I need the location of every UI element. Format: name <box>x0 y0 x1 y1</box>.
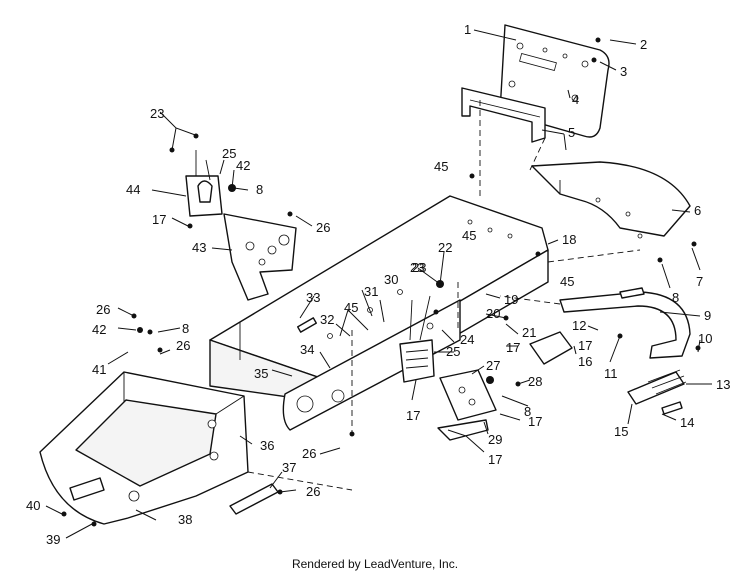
callout-36: 36 <box>260 438 274 453</box>
strip-14 <box>661 401 683 415</box>
callout-26-top: 26 <box>316 220 330 235</box>
rear-fender <box>531 161 691 239</box>
callout-12: 12 <box>572 318 586 333</box>
callout-8-mid: 8 <box>524 404 531 419</box>
callout-18: 18 <box>562 232 576 247</box>
callout-17-center: 17 <box>406 408 420 423</box>
callout-42-top: 42 <box>236 158 250 173</box>
callout-17-left: 17 <box>152 212 166 227</box>
footer-credit: Rendered by LeadVenture, Inc. <box>291 557 459 571</box>
callout-labels: 1 2 3 4 5 45 6 7 8 9 10 11 12 13 14 15 1… <box>26 22 730 547</box>
callout-41: 41 <box>92 362 106 377</box>
callout-26-left: 26 <box>96 302 110 317</box>
bracket-15 <box>627 369 687 405</box>
callout-45-top: 45 <box>434 159 448 174</box>
callout-2: 2 <box>640 37 647 52</box>
callout-3: 3 <box>620 64 627 79</box>
callout-6: 6 <box>694 203 701 218</box>
callout-26-lower: 26 <box>306 484 320 499</box>
callout-34: 34 <box>300 342 314 357</box>
callout-38: 38 <box>178 512 192 527</box>
callout-25-mid: 25 <box>446 344 460 359</box>
callout-28: 28 <box>528 374 542 389</box>
callout-8-left: 8 <box>182 321 189 336</box>
callout-33: 33 <box>306 290 320 305</box>
callout-11: 11 <box>604 366 618 381</box>
pedal-bracket <box>185 150 297 301</box>
callout-23-top: 23 <box>150 106 164 121</box>
footrest-deck <box>39 371 249 525</box>
callout-32: 32 <box>320 312 334 327</box>
control-lever <box>399 295 435 383</box>
alignment-lines <box>247 100 641 491</box>
step-bar <box>229 483 279 515</box>
callout-17-lower: 17 <box>528 414 542 429</box>
callout-26-bottom: 26 <box>302 446 316 461</box>
callout-40: 40 <box>26 498 40 513</box>
callout-44: 44 <box>126 182 140 197</box>
callout-8-top: 8 <box>256 182 263 197</box>
callout-22: 22 <box>438 240 452 255</box>
callout-37: 37 <box>282 460 296 475</box>
callout-19: 19 <box>504 292 518 307</box>
rear-bracket <box>461 87 546 143</box>
callout-39: 39 <box>46 532 60 547</box>
callout-24: 24 <box>460 332 474 347</box>
callout-9: 9 <box>704 308 711 323</box>
callout-1: 1 <box>464 22 471 37</box>
handle-bar <box>559 287 691 359</box>
callout-45-right: 45 <box>560 274 574 289</box>
callout-23-mid: 23 <box>410 260 424 275</box>
callout-4: 4 <box>572 92 579 107</box>
leader-lines <box>45 29 712 539</box>
callout-25-top: 25 <box>222 146 236 161</box>
callout-31: 31 <box>364 284 378 299</box>
callout-7: 7 <box>696 274 703 289</box>
callout-17-mid: 17 <box>506 340 520 355</box>
callout-23-lower: 23 <box>412 260 426 275</box>
callout-13: 13 <box>716 377 730 392</box>
callout-45-mid: 45 <box>462 228 476 243</box>
callout-17-bottom: 17 <box>488 452 502 467</box>
callout-16: 16 <box>578 354 592 369</box>
switch-housing <box>529 331 573 365</box>
callout-26-mid: 26 <box>176 338 190 353</box>
hitch-plate <box>499 24 610 138</box>
callout-17-right: 17 <box>578 338 592 353</box>
callout-43: 43 <box>192 240 206 255</box>
callout-20: 20 <box>486 306 500 321</box>
callout-35: 35 <box>254 366 268 381</box>
callout-45-left: 45 <box>344 300 358 315</box>
callout-21: 21 <box>522 325 536 340</box>
callout-15: 15 <box>614 424 628 439</box>
callout-5: 5 <box>568 125 575 140</box>
callout-27: 27 <box>486 358 500 373</box>
callout-8-right: 8 <box>672 290 679 305</box>
callout-42-left: 42 <box>92 322 106 337</box>
callout-29: 29 <box>488 432 502 447</box>
bracket-29 <box>437 369 497 441</box>
callout-14: 14 <box>680 415 694 430</box>
callout-10: 10 <box>698 331 712 346</box>
callout-30: 30 <box>384 272 398 287</box>
